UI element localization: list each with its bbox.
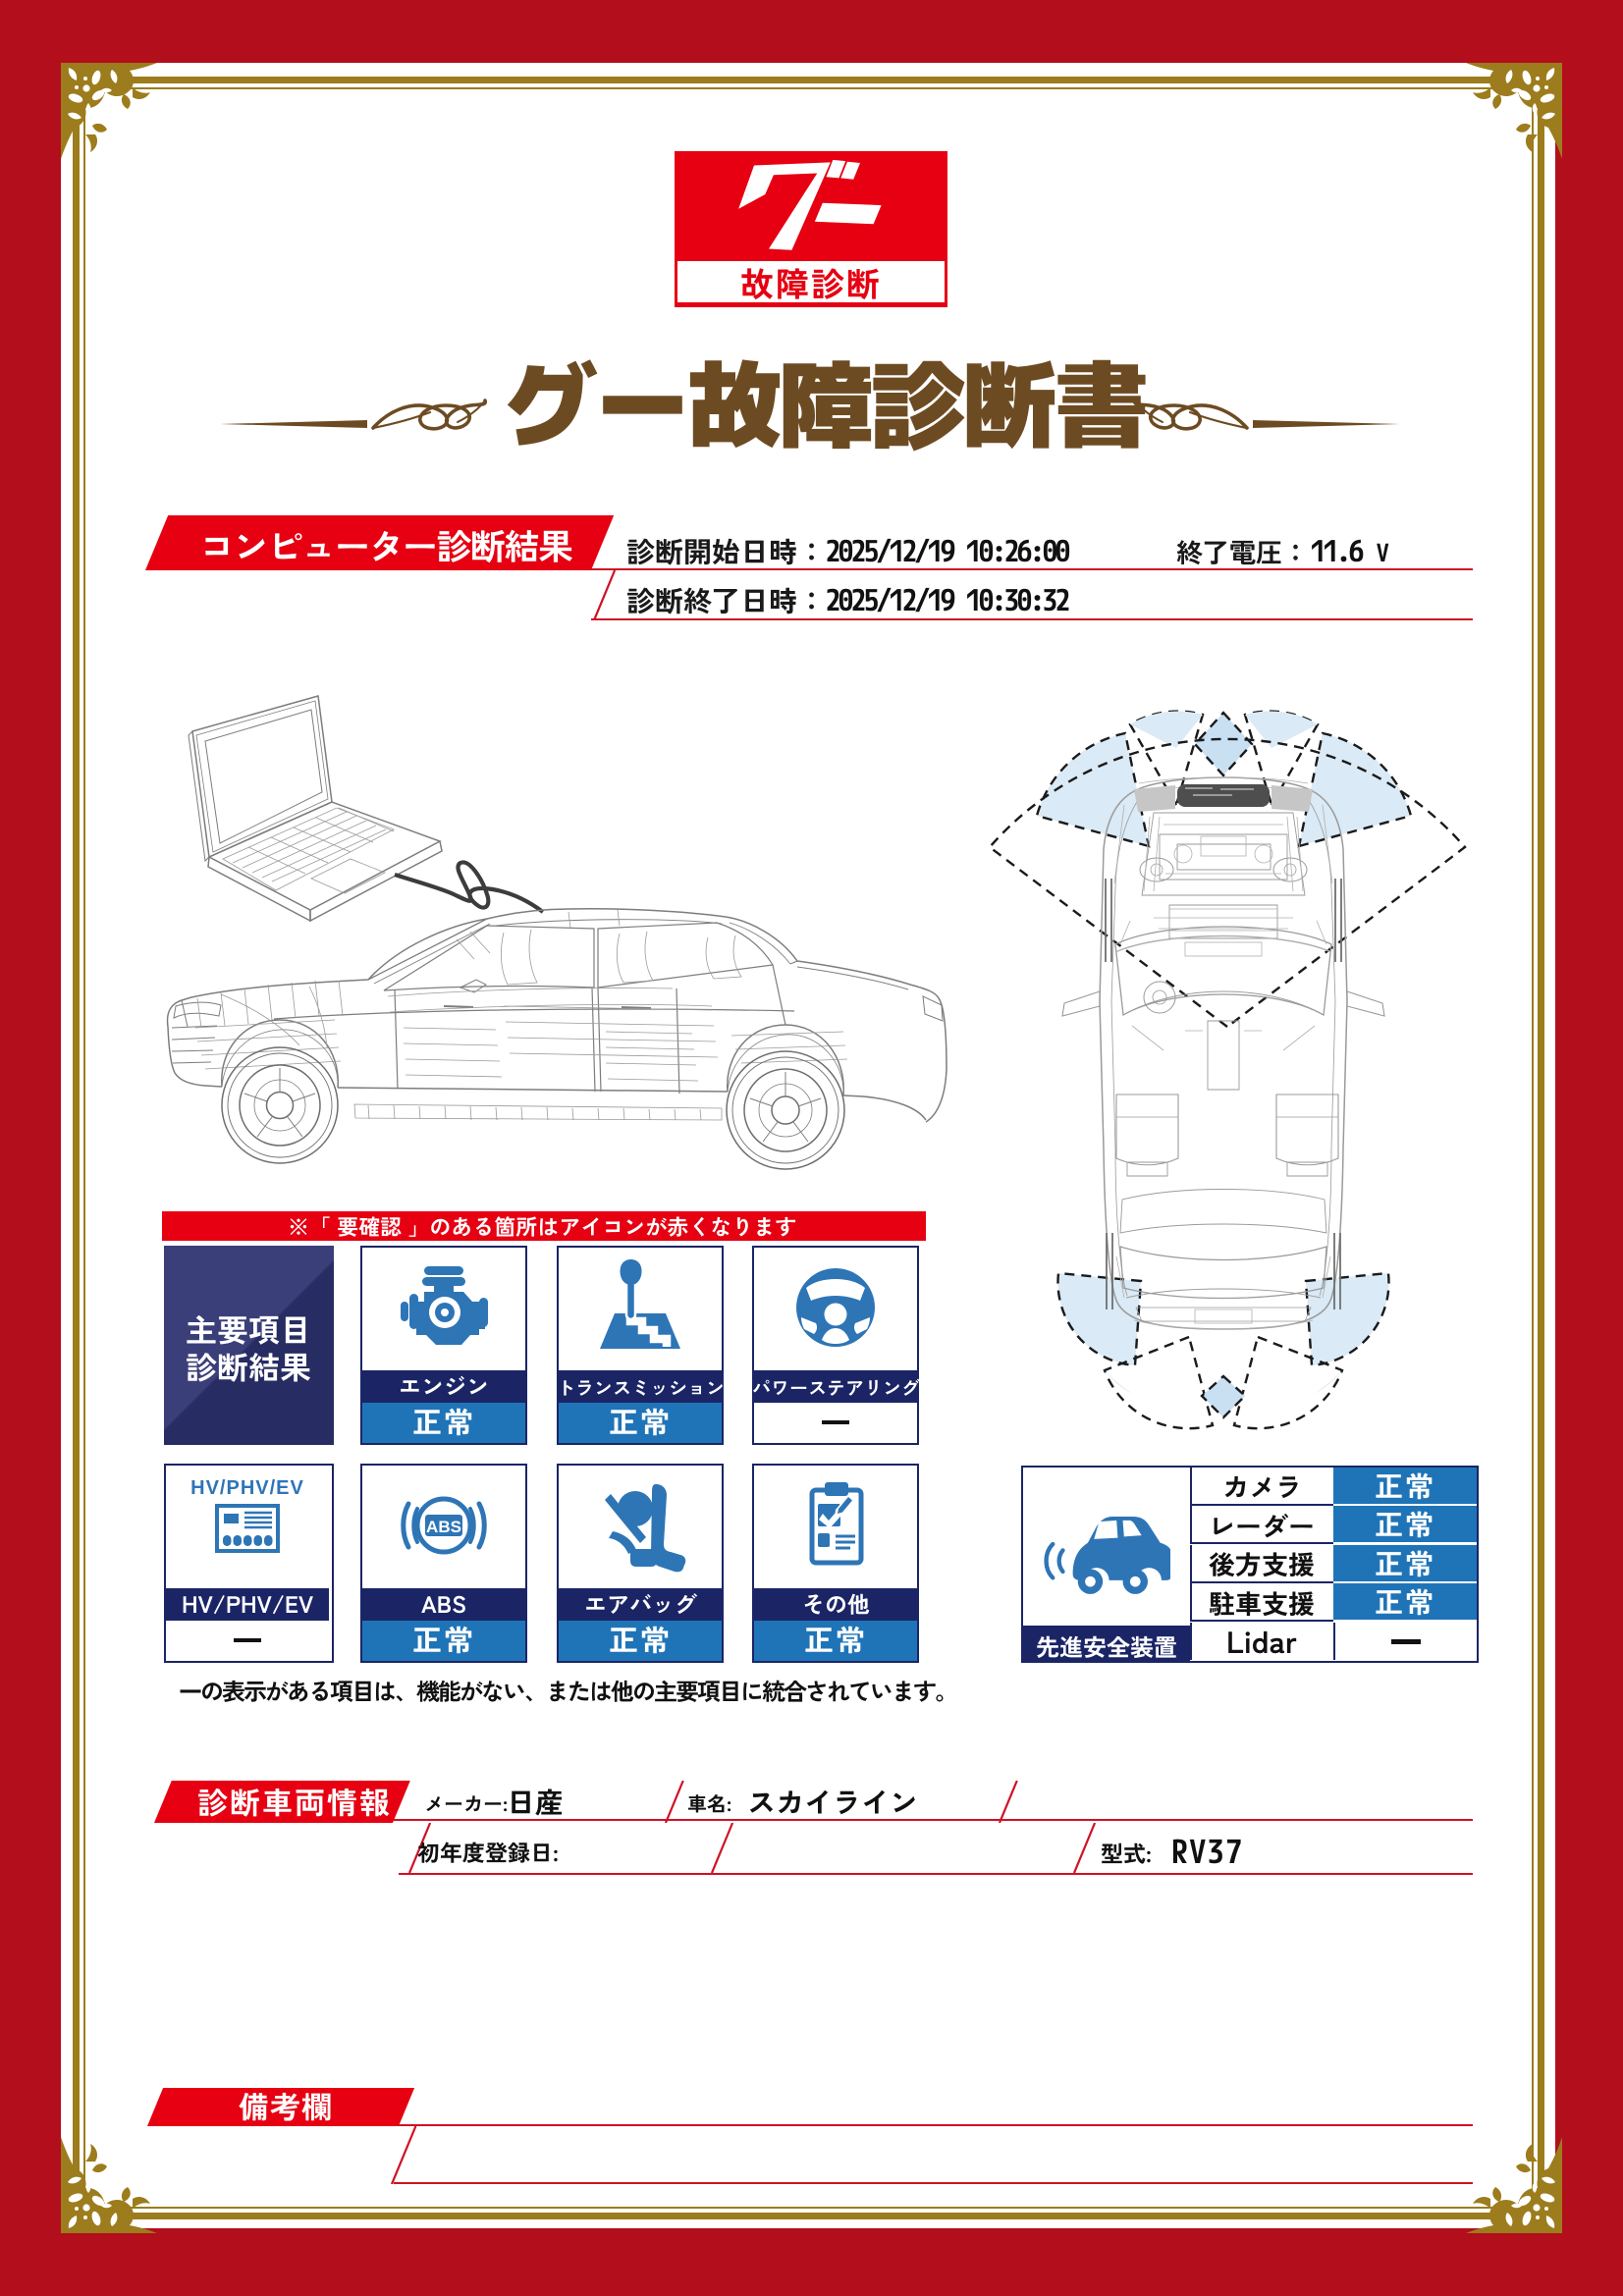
svg-text:ABS: ABS <box>426 1518 461 1536</box>
svg-text:HV/PHV/EV: HV/PHV/EV <box>190 1477 304 1499</box>
